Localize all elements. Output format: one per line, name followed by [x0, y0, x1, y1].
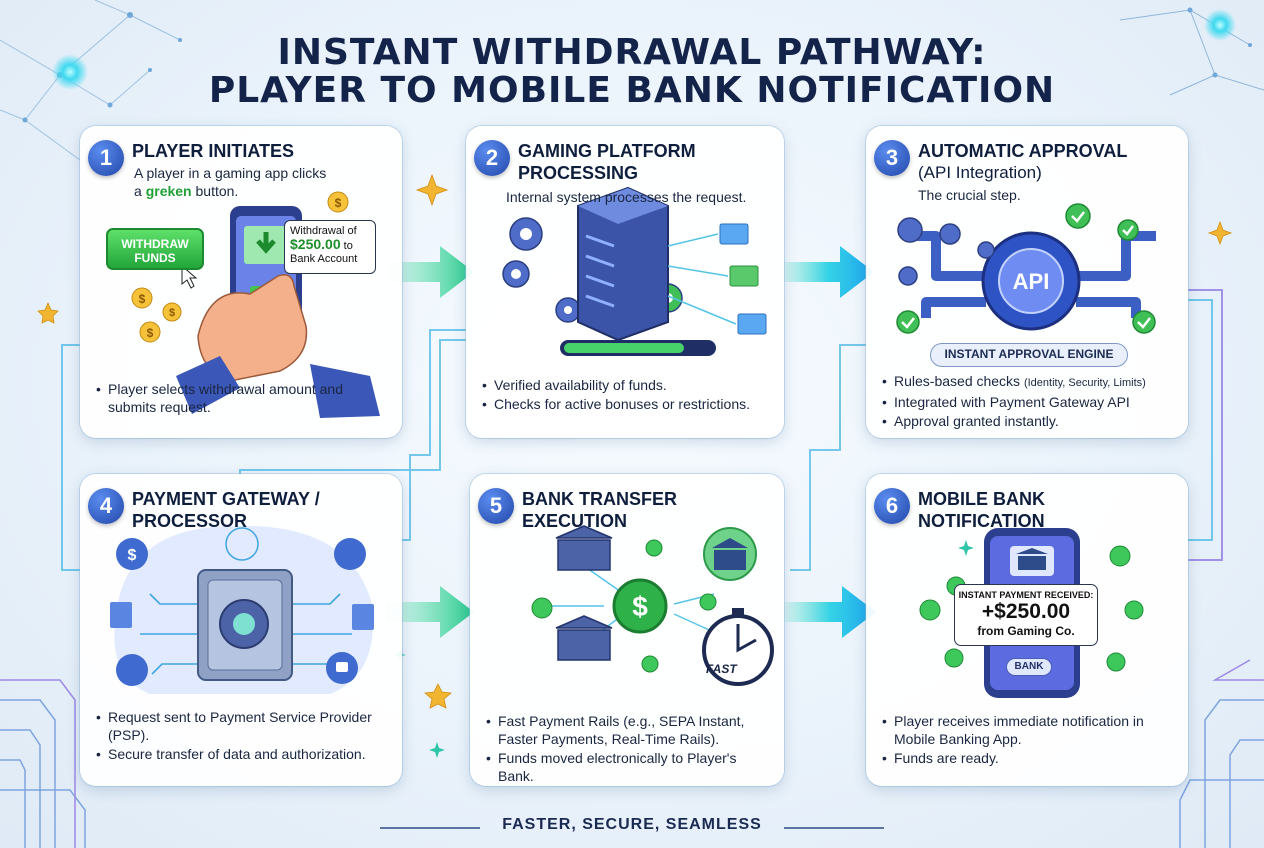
step-description: The crucial step. [918, 187, 1021, 203]
bullet: Integrated with Payment Gateway API [882, 393, 1178, 411]
bank-button[interactable]: BANK [1006, 658, 1052, 676]
withdrawal-bubble: Withdrawal of $250.00 to Bank Account [284, 220, 376, 274]
withdraw-funds-button[interactable]: WITHDRAW FUNDS [106, 228, 204, 270]
step-bullets: Fast Payment Rails (e.g., SEPA Instant, … [486, 712, 774, 786]
fast-label: FAST [706, 662, 737, 676]
bullet: Funds are ready. [882, 749, 1178, 767]
payment-notification: INSTANT PAYMENT RECEIVED: +$250.00 from … [954, 584, 1098, 646]
step-number-badge: 6 [874, 488, 910, 524]
step-card-gaming-platform: 2 GAMING PLATFORM PROCESSING Internal sy… [466, 126, 784, 438]
api-text: API [1013, 269, 1050, 294]
api-engine-illustration: API [896, 203, 1156, 334]
flow-arrow-1-2 [386, 246, 474, 298]
step-title: PAYMENT GATEWAY / PROCESSOR [132, 489, 320, 531]
step-bullets: Verified availability of funds. Checks f… [482, 376, 774, 414]
bullet: Player selects withdrawal amount and sub… [96, 380, 392, 416]
step-number-badge: 1 [88, 140, 124, 176]
step-card-bank-transfer: $ 5 BANK TRANSFER EXECUTION FAST Fast Pa… [470, 474, 784, 786]
flow-arrow-4-5 [386, 586, 474, 638]
page-title-line1: INSTANT WITHDRAWAL PATHWAY: [277, 32, 987, 73]
step-bullets: Rules-based checks (Identity, Security, … [882, 372, 1178, 431]
step-title: AUTOMATIC APPROVAL (API Integration) [918, 140, 1180, 184]
server-illustration [502, 186, 767, 356]
step-subtitle: (API Integration) [918, 163, 1042, 182]
step-card-payment-gateway: $ 4 PAYMENT GATEWAY / PROCESSOR Request … [80, 474, 402, 786]
step-title: PLAYER INITIATES [132, 141, 295, 161]
bullet: Approval granted instantly. [882, 412, 1178, 430]
step-title: BANK TRANSFER EXECUTION [522, 489, 677, 531]
step-number-badge: 3 [874, 140, 910, 176]
vault-illustration: $ [110, 525, 374, 694]
bullet: Funds moved electronically to Player's B… [486, 749, 774, 785]
svg-text:$: $ [139, 292, 146, 306]
bullet: Player receives immediate notification i… [882, 712, 1178, 748]
svg-text:$: $ [147, 326, 154, 340]
step-bullets: Player selects withdrawal amount and sub… [96, 380, 392, 417]
step-bullets: Player receives immediate notification i… [882, 712, 1178, 768]
step-card-player-initiates: $ $ $ $ 1 PLAYER INITIATES A player in a… [80, 126, 402, 438]
step-number-badge: 2 [474, 140, 510, 176]
svg-text:$: $ [128, 547, 137, 564]
svg-text:$: $ [169, 307, 175, 319]
step-number-badge: 4 [88, 488, 124, 524]
bank-transfer-illustration: $ [531, 525, 774, 686]
bullet: Request sent to Payment Service Provider… [96, 708, 392, 744]
bullet: Secure transfer of data and authorizatio… [96, 745, 392, 763]
footer-tagline: FASTER, SECURE, SEAMLESS [502, 816, 762, 833]
svg-text:$: $ [335, 196, 342, 210]
bullet: Rules-based checks (Identity, Security, … [882, 372, 1178, 392]
step-bullets: Request sent to Payment Service Provider… [96, 708, 392, 764]
bullet: Fast Payment Rails (e.g., SEPA Instant, … [486, 712, 774, 748]
step-title: GAMING PLATFORM PROCESSING [518, 141, 696, 183]
flow-arrow-5-6 [784, 586, 876, 638]
flow-arrow-2-3 [782, 246, 874, 298]
bullet: Verified availability of funds. [482, 376, 774, 394]
step-description: A player in a gaming app clicks a greken… [134, 165, 327, 199]
highlight-word: greken [145, 183, 192, 199]
notification-amount: +$250.00 [981, 600, 1071, 623]
page-title-line2: PLAYER TO MOBILE BANK NOTIFICATION [208, 70, 1056, 111]
approval-engine-label: INSTANT APPROVAL ENGINE [930, 343, 1128, 367]
bullet: Checks for active bonuses or restriction… [482, 395, 774, 413]
step-number-badge: 5 [478, 488, 514, 524]
step-card-mobile-notification: 6 MOBILE BANK NOTIFICATION INSTANT PAYME… [866, 474, 1188, 786]
step-title: MOBILE BANK NOTIFICATION [918, 489, 1045, 531]
step-card-automatic-approval: API 3 AUTOMATIC APPROVAL (API Integratio… [866, 126, 1188, 438]
step-description: Internal system processes the request. [506, 189, 747, 205]
svg-text:$: $ [632, 591, 648, 622]
